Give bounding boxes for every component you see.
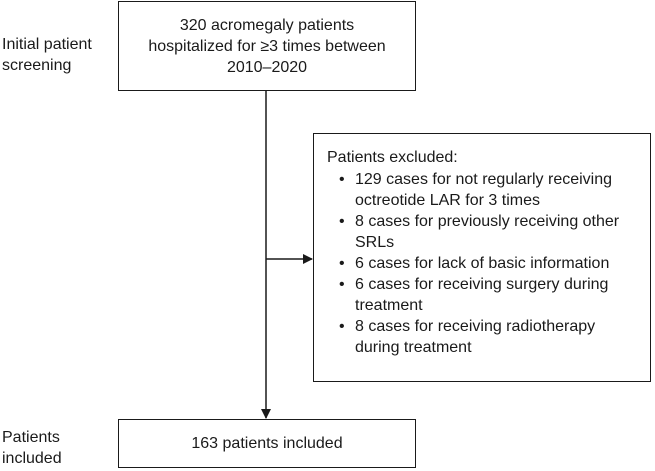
excluded-title: Patients excluded:	[327, 149, 458, 166]
initial-patients-box: 320 acromegaly patients hospitalized for…	[118, 1, 416, 91]
exclusion-item: • 129 cases for not regularly receiving …	[327, 169, 640, 211]
patients-included-label: Patients included	[2, 429, 62, 467]
exclusion-item-text: 6 cases for lack of basic information	[355, 255, 610, 272]
excluded-patients-box: Patients excluded: • 129 cases for not r…	[313, 133, 651, 382]
exclusion-item: • 6 cases for lack of basic information	[327, 253, 640, 274]
included-patients-box: 163 patients included	[118, 419, 416, 468]
included-box-text: 163 patients included	[191, 435, 343, 452]
exclusion-item-text: 8 cases for previously receiving other S…	[355, 213, 620, 251]
exclusion-item-text: 8 cases for receiving radiotherapy durin…	[355, 318, 596, 356]
exclusion-item-text: 129 cases for not regularly receiving oc…	[355, 171, 613, 209]
exclusion-item-text: 6 cases for receiving surgery during tre…	[355, 276, 609, 314]
initial-box-line-3: 2010–2020	[226, 58, 308, 76]
bullet-icon: •	[339, 318, 345, 335]
initial-screening-label: Initial patient screening	[2, 36, 92, 74]
exclusion-item: • 8 cases for receiving radiotherapy dur…	[327, 316, 640, 358]
exclusion-item: • 6 cases for receiving surgery during t…	[327, 274, 640, 316]
bullet-icon: •	[339, 255, 345, 272]
bullet-icon: •	[339, 276, 345, 293]
initial-box-line-1: 320 acromegaly patients	[179, 16, 355, 34]
bullet-icon: •	[339, 213, 345, 230]
exclusion-list: • 129 cases for not regularly receiving …	[327, 169, 640, 358]
initial-box-line-2: hospitalized for ≥3 times between	[148, 37, 386, 55]
exclusion-item: • 8 cases for previously receiving other…	[327, 211, 640, 253]
bullet-icon: •	[339, 171, 345, 188]
